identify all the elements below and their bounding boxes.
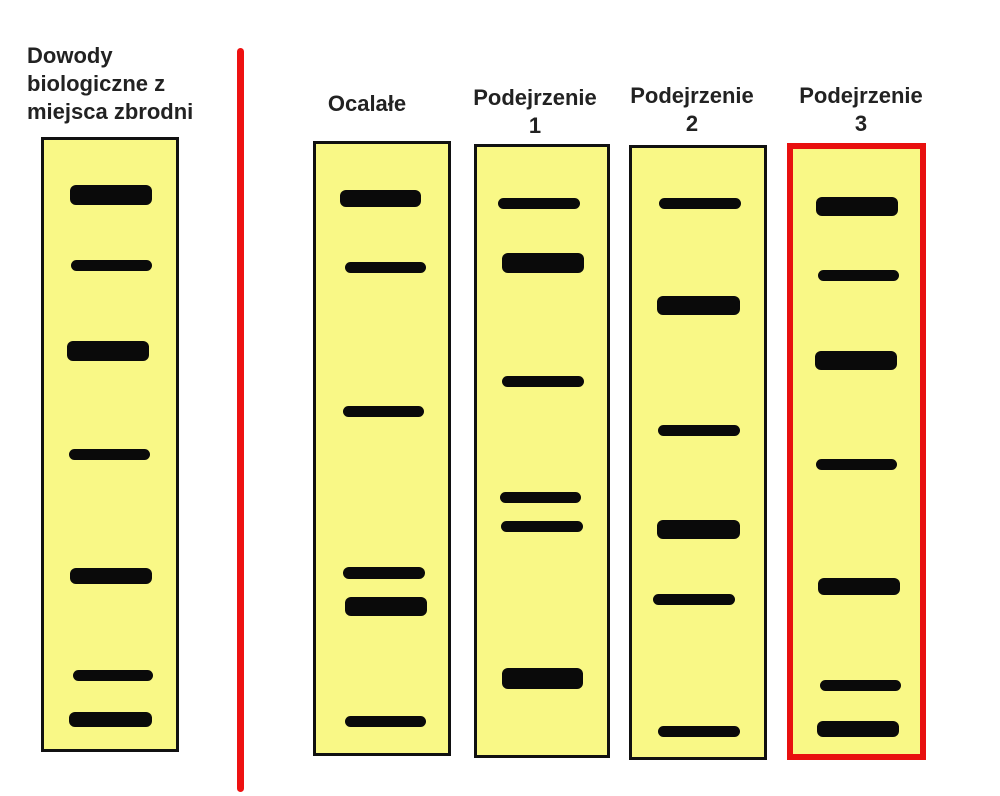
separator-line [237,48,244,792]
gel-lane-survivor [313,141,451,756]
dna-band [502,668,583,689]
dna-band [71,260,152,271]
dna-band [70,185,152,205]
label-line: 3 [854,111,868,136]
dna-band [820,680,901,691]
dna-band [498,198,580,209]
dna-band [658,425,740,436]
gel-lane-suspect-3 [787,143,926,760]
dna-band [70,568,152,584]
dna-band [502,376,584,387]
dna-band [345,716,426,727]
dna-band [818,270,899,281]
dna-band [502,253,584,273]
dna-band [67,341,149,361]
dna-band [343,567,425,579]
lane-label-suspect-3: Podejrzenie 3 [786,82,936,138]
dna-band [815,351,897,370]
dna-band [817,721,899,737]
gel-lane-suspect-1 [474,144,610,758]
label-line: 1 [528,113,542,138]
dna-band [657,296,740,315]
lane-label-survivor: Ocalałe [300,90,434,118]
dna-band [340,190,421,207]
dna-band [653,594,735,605]
dna-band [345,262,426,273]
lane-label-suspect-1: Podejrzenie 1 [460,84,610,140]
label-line: 2 [685,111,699,136]
dna-band [69,449,150,460]
dna-band [816,197,898,216]
dna-band [500,492,581,503]
dna-band [658,726,740,737]
label-line: biologiczne z [27,71,166,96]
label-line: Dowody [27,43,113,68]
dna-band [816,459,897,470]
gel-lane-evidence [41,137,179,752]
label-line: miejsca zbrodni [27,99,194,124]
dna-band [73,670,153,681]
lane-label-suspect-2: Podejrzenie 2 [617,82,767,138]
label-line: Podejrzenie [799,83,923,108]
dna-band [818,578,900,595]
label-line: Podejrzenie [473,85,597,110]
lane-label-evidence: Dowody biologiczne z miejsca zbrodni [27,42,193,126]
dna-band [345,597,427,616]
dna-band [659,198,741,209]
dna-band [657,520,740,539]
dna-band [69,712,152,727]
label-line: Ocalałe [327,91,407,116]
gel-lane-suspect-2 [629,145,767,760]
dna-band [343,406,424,417]
label-line: Podejrzenie [630,83,754,108]
dna-band [501,521,583,532]
